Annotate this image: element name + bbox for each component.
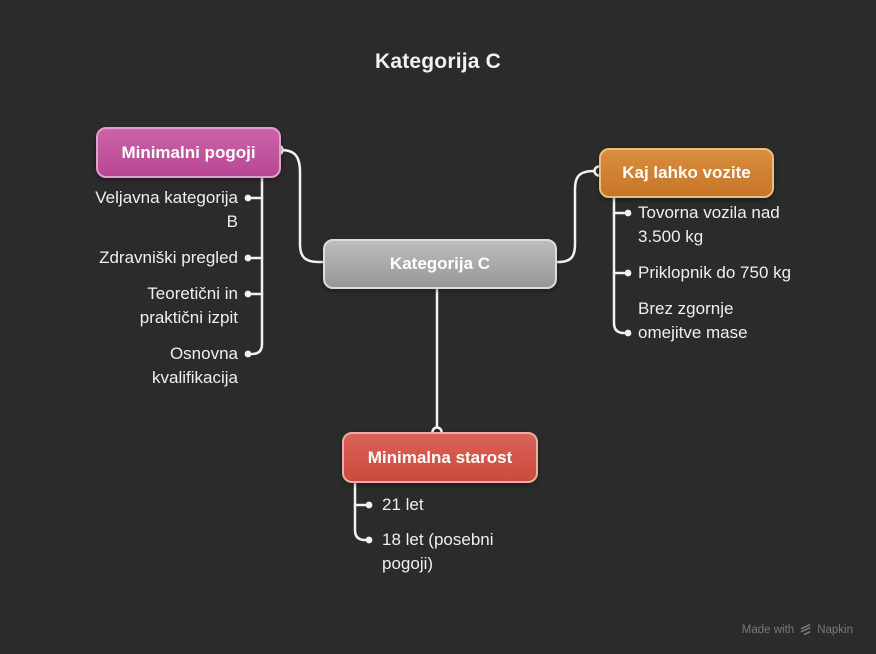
node-minimalna-starost[interactable]: Minimalna starost	[342, 432, 538, 483]
spine-left	[250, 172, 264, 356]
list-item: Priklopnik do 750 kg	[638, 263, 792, 282]
diagram-title: Kategorija C	[374, 50, 502, 73]
node-label: Minimalna starost	[367, 447, 513, 467]
list-item: Osnovna kvalifikacija	[152, 344, 238, 387]
watermark-brand: Napkin	[817, 623, 853, 636]
list-item: Zdravniški pregled	[99, 248, 238, 267]
spine-bottom	[353, 477, 367, 542]
list-item: Tovorna vozila nad 3.500 kg	[638, 203, 780, 246]
spine-right	[612, 192, 626, 335]
minimalna-starost-items: 21 let 18 let (posebni pogoji)	[382, 493, 517, 587]
minimalni-pogoji-items: Veljavna kategorija B Zdravniški pregled…	[83, 186, 238, 402]
node-minimalni-pogoji[interactable]: Minimalni pogoji	[96, 127, 281, 178]
node-label: Kaj lahko vozite	[622, 163, 751, 182]
node-label: Kategorija C	[389, 254, 491, 273]
kaj-lahko-vozite-items: Tovorna vozila nad 3.500 kg Priklopnik d…	[638, 201, 798, 357]
list-item: Teoretični in praktični izpit	[139, 284, 238, 327]
bullet-dots-right	[624, 209, 632, 337]
connector-pink-center	[279, 148, 325, 264]
napkin-watermark[interactable]: Made with Napkin	[742, 623, 853, 636]
node-kaj-lahko-vozite[interactable]: Kaj lahko vozite	[599, 148, 774, 198]
node-kategorija-c[interactable]: Kategorija C	[323, 239, 557, 289]
list-item: 18 let (posebni pogoji)	[382, 530, 494, 573]
bullet-dots-left	[244, 194, 252, 358]
list-item: Veljavna kategorija B	[95, 188, 238, 231]
connector-center-orange	[551, 169, 596, 264]
list-item: Brez zgornje omejitve mase	[638, 299, 748, 342]
node-label: Minimalni pogoji	[121, 142, 256, 162]
bullet-dots-bottom	[365, 501, 373, 544]
watermark-prefix: Made with	[741, 623, 795, 636]
napkin-logo-icon	[800, 624, 811, 636]
list-item: 21 let	[382, 495, 424, 514]
